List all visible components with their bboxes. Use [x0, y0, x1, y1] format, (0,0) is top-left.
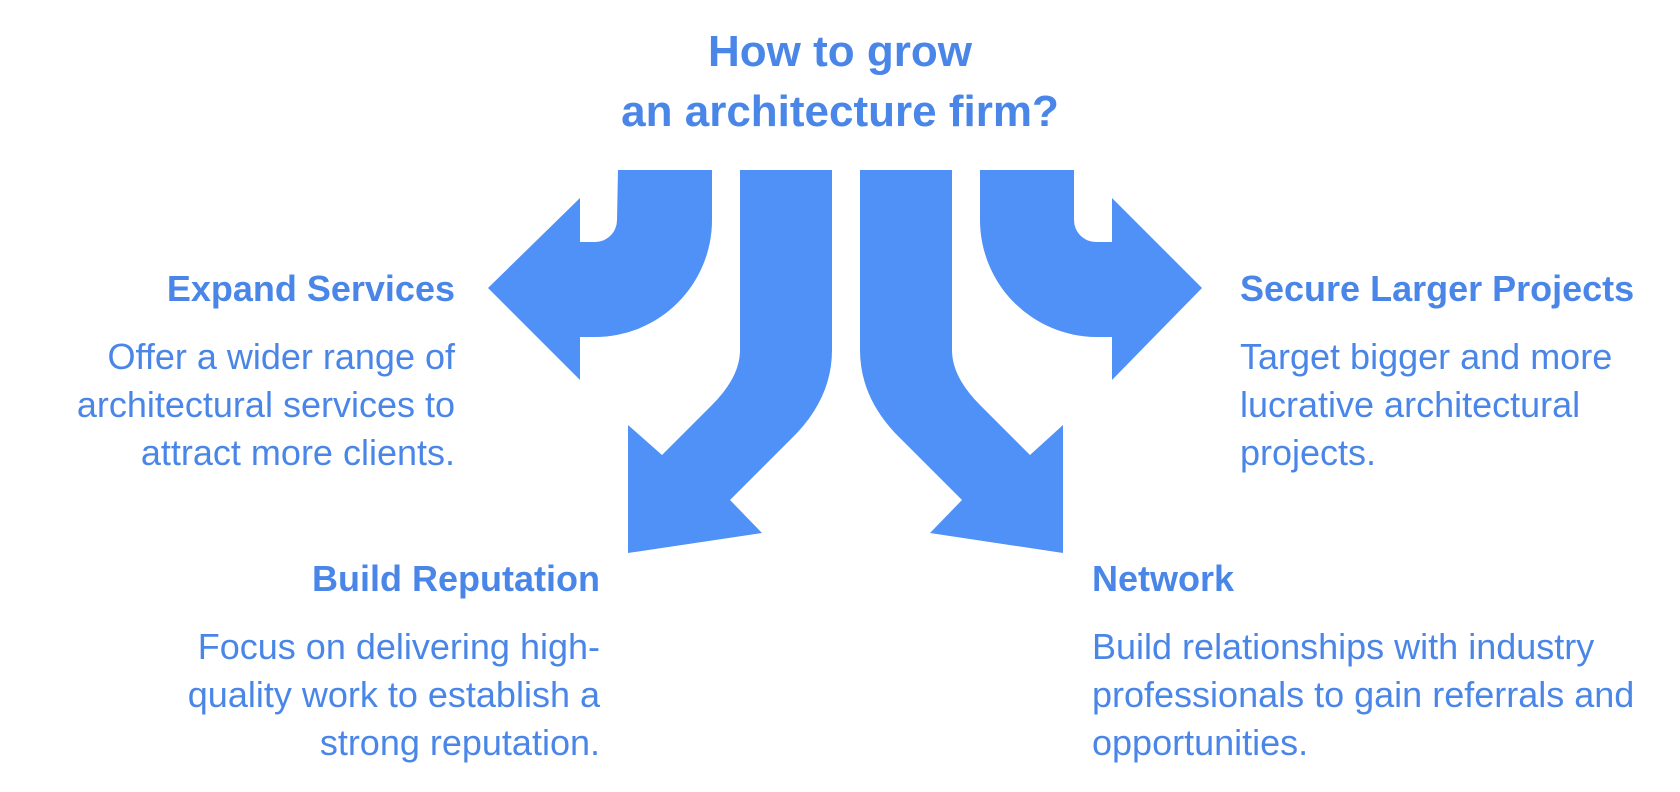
- branch-description: Build relationships with industry profes…: [1092, 626, 1635, 763]
- branch-heading: Network: [1092, 558, 1235, 599]
- branch-network: Network Build relationships with industr…: [1092, 557, 1652, 767]
- diagram-title: How to grow an architecture firm?: [540, 22, 1140, 142]
- branch-description: Offer a wider range of architectural ser…: [76, 336, 455, 473]
- title-line-1: How to grow: [708, 27, 972, 76]
- arrow-right: [979, 170, 1202, 380]
- branch-description: Focus on delivering high-quality work to…: [187, 626, 600, 763]
- arrow-down-left: [628, 170, 832, 553]
- branch-heading: Build Reputation: [312, 558, 600, 599]
- arrow-left: [488, 170, 712, 380]
- branch-secure-larger-projects: Secure Larger Projects Target bigger and…: [1240, 267, 1680, 477]
- branch-description: Target bigger and more lucrative archite…: [1240, 336, 1613, 473]
- branch-heading: Expand Services: [166, 268, 455, 309]
- branch-build-reputation: Build Reputation Focus on delivering hig…: [100, 557, 600, 767]
- branch-heading: Secure Larger Projects: [1240, 268, 1635, 309]
- title-line-2: an architecture firm?: [621, 87, 1059, 136]
- arrow-down-right: [860, 170, 1063, 553]
- branch-expand-services: Expand Services Offer a wider range of a…: [10, 267, 455, 477]
